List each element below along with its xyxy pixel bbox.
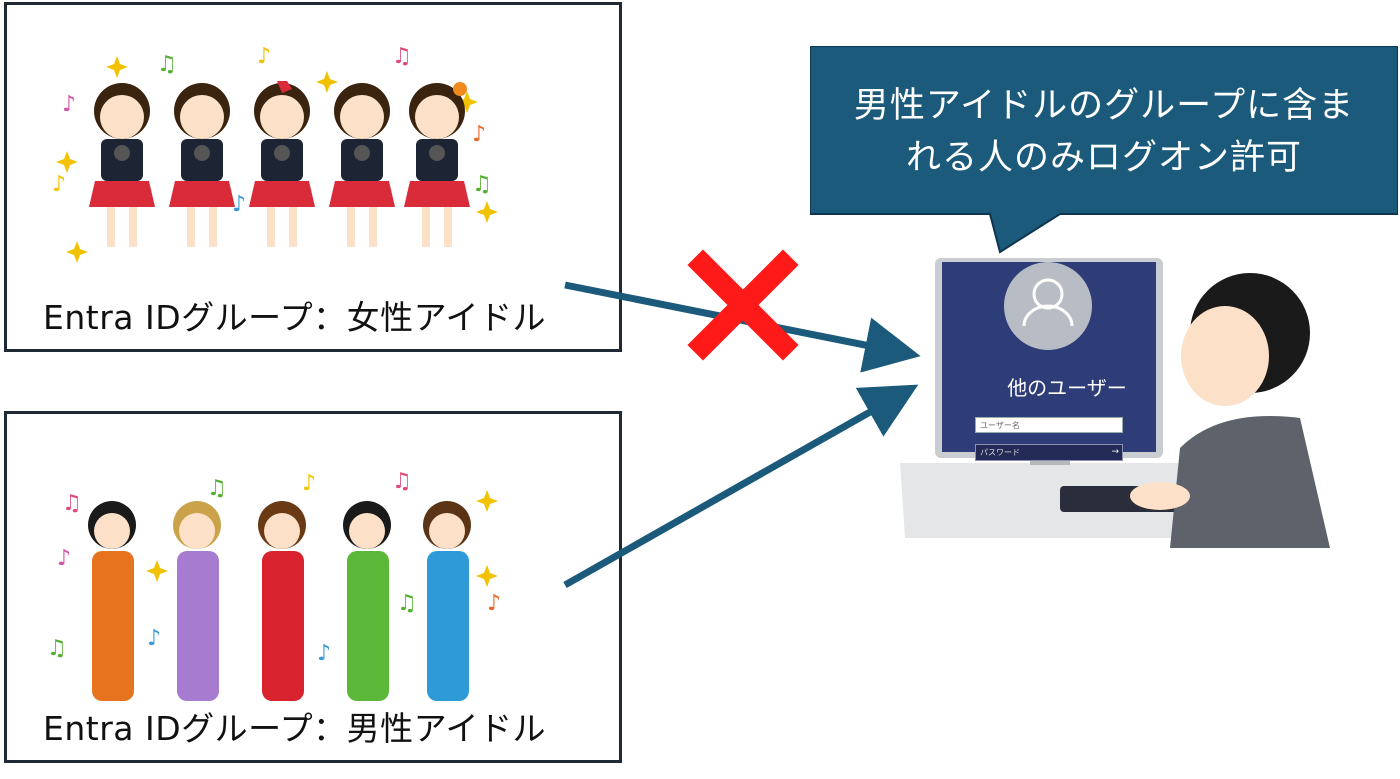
svg-text:♫: ♫ (47, 636, 67, 661)
svg-text:♪: ♪ (57, 546, 71, 571)
female-group-label: Entra IDグループ：女性アイドル (43, 298, 546, 337)
svg-text:♫: ♫ (392, 44, 412, 69)
svg-text:♪: ♪ (62, 92, 76, 117)
female-idols-illustration: ♫ ♪ ♫ ♪ ♪ ♪ ♪ ♫ (52, 44, 498, 263)
callout-bubble: 男性アイドルのグループに含ま れる人のみログオン許可 (810, 46, 1398, 254)
svg-text:♪: ♪ (302, 471, 316, 496)
svg-text:♪: ♪ (487, 591, 501, 616)
callout-text: 男性アイドルのグループに含ま れる人のみログオン許可 (810, 80, 1398, 184)
svg-text:♪: ♪ (147, 626, 161, 651)
other-user-caption: 他のユーザー (1007, 376, 1127, 400)
cross-mark-icon (687, 249, 799, 361)
svg-text:♪: ♪ (317, 641, 331, 666)
svg-text:♪: ♪ (52, 172, 66, 197)
callout-line-1: 男性アイドルのグループに含ま (853, 86, 1355, 126)
svg-text:♫: ♫ (392, 470, 412, 494)
callout-line-2: れる人のみログオン許可 (905, 138, 1302, 178)
svg-text:♫: ♫ (207, 476, 227, 501)
svg-text:♫: ♫ (472, 172, 492, 197)
username-input[interactable]: ユーザー名 (975, 417, 1123, 433)
svg-text:♪: ♪ (257, 44, 271, 69)
submit-arrow-icon[interactable]: → (1111, 447, 1119, 457)
male-idols-illustration: ♫ ♫ ♪ ♫ ♪ ♫ ♪ ♫ ♪ ♪ (47, 470, 501, 701)
password-placeholder: パスワード (980, 448, 1020, 457)
svg-text:♫: ♫ (397, 591, 417, 616)
password-input[interactable]: パスワード → (975, 444, 1123, 461)
male-to-pc-arrow (563, 384, 919, 589)
svg-text:♫: ♫ (62, 491, 82, 516)
svg-text:♪: ♪ (232, 192, 246, 217)
svg-text:♪: ♪ (472, 122, 486, 147)
male-idol-group-box: ♫ ♫ ♪ ♫ ♪ ♫ ♪ ♫ ♪ ♪ (4, 411, 622, 763)
svg-text:♫: ♫ (157, 52, 177, 77)
male-group-label: Entra IDグループ：男性アイドル (43, 709, 546, 748)
female-idol-group-box: ♫ ♪ ♫ ♪ ♪ ♪ ♪ ♫ (4, 2, 622, 352)
